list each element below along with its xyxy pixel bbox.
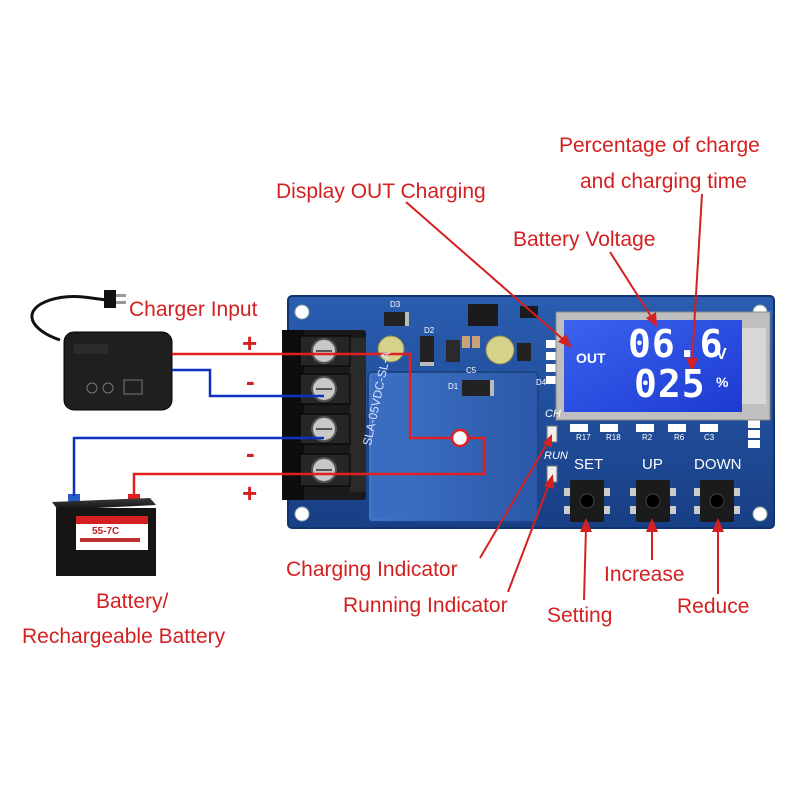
set-button[interactable]: [564, 480, 610, 522]
up-button-label: UP: [642, 456, 663, 473]
percent-callout-line2: and charging time: [580, 170, 747, 193]
running-indicator-callout: Running Indicator: [343, 594, 508, 617]
down-button-label: DOWN: [694, 456, 742, 473]
led-ch-label: CH: [545, 408, 561, 420]
callout-leaders: [405, 193, 724, 601]
smd-row: [570, 424, 718, 432]
lcd-percent-value: 025: [634, 362, 706, 406]
ref-d2: D2: [424, 326, 435, 335]
ref-r6: R6: [674, 433, 685, 442]
led-run-label: RUN: [544, 450, 568, 462]
display-out-callout: Display OUT Charging: [276, 180, 486, 203]
ref-r2: R2: [642, 433, 653, 442]
percent-callout-line1: Percentage of charge: [559, 134, 760, 157]
battery-icon: [52, 494, 156, 576]
charger-adapter-icon: [30, 290, 173, 411]
setting-callout: Setting: [547, 604, 613, 627]
charger-negative-wire: [172, 368, 324, 398]
terminal-screw: [299, 453, 351, 487]
up-button[interactable]: [630, 480, 676, 522]
charger-minus-sign: -: [246, 366, 255, 396]
ref-d4: D4: [536, 378, 547, 387]
relay: [367, 371, 539, 523]
battery-negative-wire: [72, 436, 324, 496]
terminal-screw: [299, 335, 351, 367]
reduce-callout: Reduce: [677, 595, 750, 618]
lcd-out-label: OUT: [576, 350, 606, 366]
ref-r17: R17: [576, 433, 591, 442]
battery-brand-label: 55-7C: [92, 526, 120, 537]
ref-d3: D3: [390, 300, 401, 309]
increase-callout: Increase: [604, 563, 685, 586]
terminal-screw: [299, 413, 351, 445]
battery-plus-sign: +: [242, 478, 258, 508]
charge-switch-node: [450, 428, 470, 448]
lcd-percent-unit: %: [716, 374, 729, 390]
ref-c5: C5: [466, 366, 477, 375]
ref-c3: C3: [704, 433, 715, 442]
charger-positive-wire: [172, 352, 452, 440]
ref-r18: R18: [606, 433, 621, 442]
components: [377, 304, 760, 448]
set-button-label: SET: [574, 456, 604, 473]
battery-callout-line1: Battery/: [96, 590, 169, 613]
wires: [72, 352, 486, 496]
charger-input-callout: Charger Input: [129, 298, 258, 321]
lcd-voltage-unit: V: [716, 346, 727, 363]
battery-minus-sign: -: [246, 438, 255, 468]
down-button[interactable]: [694, 480, 740, 522]
battery-positive-wire: [132, 436, 486, 496]
lcd-display: [555, 311, 771, 421]
ref-d1: D1: [448, 382, 459, 391]
battery-callout-line2: Rechargeable Battery: [22, 625, 226, 648]
terminal-block: [282, 330, 366, 500]
charging-indicator-callout: Charging Indicator: [286, 558, 458, 581]
terminal-screw: [299, 373, 351, 405]
charger-plus-sign: +: [242, 328, 258, 358]
battery-voltage-callout: Battery Voltage: [513, 228, 656, 251]
lcd-voltage-value: 06.6: [628, 322, 724, 366]
